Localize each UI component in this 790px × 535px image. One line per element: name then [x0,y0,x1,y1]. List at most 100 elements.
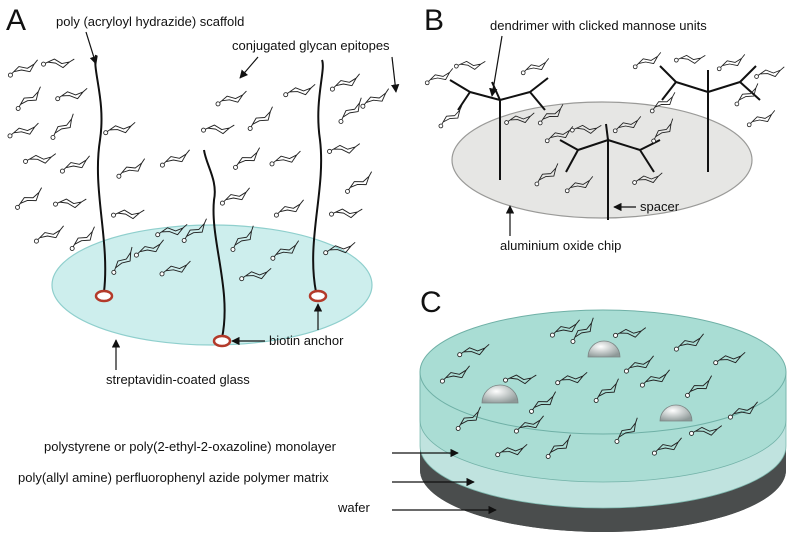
label-biotin-anchor: biotin anchor [269,333,344,348]
dendrimer-structures [449,65,761,220]
arrow-scaffold [85,31,98,65]
dendrimer-1 [449,77,549,180]
sugar-ring [439,365,470,384]
sugar-ring [495,443,528,458]
sugar-ring [455,406,481,431]
biotin-anchor-3 [308,289,328,303]
sugar-ring [651,118,674,144]
biotin-anchors [94,289,328,348]
scaffold-chain-2 [203,149,226,339]
sugar-ring [454,60,486,70]
sugar-ring [53,198,87,209]
sugar-ring [50,113,74,140]
sugar-ring [15,187,43,210]
sugar-ring [181,218,207,243]
panel-c: C polystyrene or poly(2-ethyl-2-oxazolin… [18,286,787,532]
dome-1 [481,384,519,404]
sugar-ring [219,187,250,206]
scaffold-chain-3 [312,59,324,293]
sugar-ring [41,58,75,69]
dendrimer-3 [659,65,761,172]
panel-b-letter: B [424,4,444,37]
sugar-ring [639,369,670,388]
panel-a: A poly (acryloyl hydrazide) scaffold con… [6,4,400,387]
sugar-ring [549,319,580,338]
label-polymer-matrix: poly(allyl amine) perfluorophenyl azide … [18,470,329,485]
sugar-ring [7,59,38,78]
sugar-ring [269,150,301,167]
dome-2 [587,340,621,358]
sugar-ring [674,54,706,64]
label-streptavidin-glass: streptavidin-coated glass [106,372,250,387]
panel-c-letter: C [420,286,442,319]
sugar-ring [159,149,190,168]
sugar-ring [689,425,723,436]
sugar-ring [327,143,361,154]
sugar-ring [424,68,454,86]
sugar-ring [649,92,676,114]
sugar-ring [727,401,758,420]
sugar-ring [520,58,550,76]
sugar-ring [270,240,300,261]
glycan-mannose-b [424,52,785,194]
sugar-ring [504,112,535,125]
sugar-ring [111,209,145,220]
sugar-ring [713,351,746,366]
panel-a-letter: A [6,4,26,37]
sugar-ring [614,417,638,444]
sugar-ring [534,163,559,187]
sugar-ring [537,104,564,126]
dendrimer-2 [559,123,661,220]
sugar-ring [673,333,704,352]
sugar-ring [15,86,41,111]
sugar-ring [273,199,304,218]
label-spacer: spacer [640,199,680,214]
sugar-ring [155,223,188,238]
sugar-ring [239,267,272,282]
sugar-ring [23,153,57,164]
sugar-ring [438,105,463,129]
sugar-ring [7,122,39,139]
sugar-ring [457,343,490,358]
arrow-dendrimer [489,35,503,97]
sugar-ring [612,116,642,134]
sugar-ring [623,355,654,374]
sugar-ring [323,241,356,256]
streptavidin-glass-surface [51,224,373,346]
sugar-ring [513,415,544,434]
sugar-ring [570,317,594,344]
glycan-epitopes-c [439,317,758,459]
sugar-ring [133,239,164,258]
sugar-ring [754,66,785,79]
biotin-anchor-2 [212,334,232,348]
sugar-ring [734,83,759,107]
sugar-ring [103,121,136,136]
sugar-ring [345,171,373,194]
sugar-ring [503,374,537,385]
sugar-ring [529,391,557,414]
sugar-ring [159,260,191,277]
sugar-ring [545,434,571,459]
sugar-ring [593,378,619,403]
hemisphere-anchors [481,340,693,422]
label-monolayer: polystyrene or poly(2-ethyl-2-oxazoline)… [44,439,337,454]
sugar-ring [55,87,88,102]
label-scaffold: poly (acryloyl hydrazide) scaffold [56,14,244,29]
sugar-ring [201,124,235,135]
sugar-ring [632,52,662,70]
aluminium-oxide-chip [451,101,753,219]
sugar-ring [59,155,90,174]
sugar-ring [716,54,746,72]
sugar-ring [685,375,713,398]
arrow-epitopes-2 [390,56,400,93]
sugar-ring [329,73,360,92]
label-aluminium-chip: aluminium oxide chip [500,238,621,253]
panel-b: B dendrimer with clicked mannose units s… [424,4,785,253]
sugar-ring [33,225,64,244]
sugar-ring [570,124,602,134]
glycan-epitopes-a [7,58,390,282]
sugar-ring [613,327,647,338]
arrow-epitopes-1 [239,56,259,79]
sugar-ring [555,371,588,386]
